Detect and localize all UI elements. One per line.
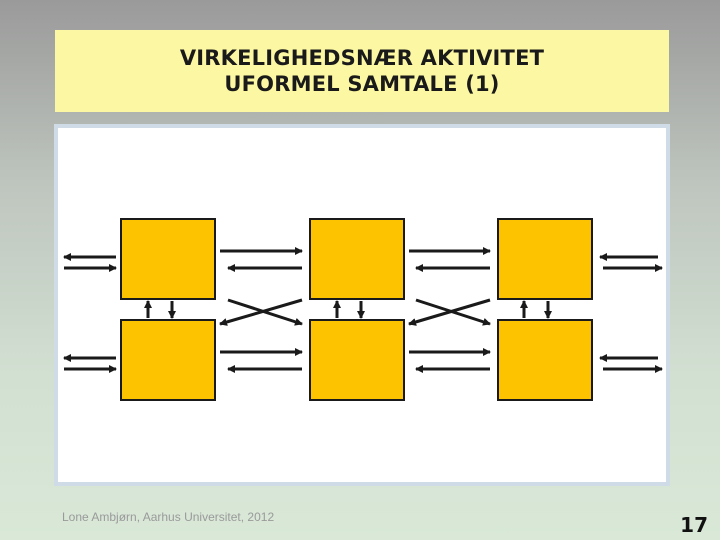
participant-box-bottom-1 bbox=[120, 319, 216, 401]
arrow-cross-1-2-b bbox=[219, 298, 303, 326]
participant-box-top-3 bbox=[497, 218, 593, 300]
participant-box-bottom-2 bbox=[309, 319, 405, 401]
communication-diagram bbox=[63, 218, 663, 401]
title-box: VIRKELIGHEDSNÆR AKTIVITET UFORMEL SAMTAL… bbox=[55, 30, 669, 112]
participant-box-bottom-3 bbox=[497, 319, 593, 401]
diagram-frame bbox=[54, 124, 670, 486]
footer-credit: Lone Ambjørn, Aarhus Universitet, 2012 bbox=[62, 510, 275, 524]
participant-box-top-1 bbox=[120, 218, 216, 300]
slide-title-line-1: VIRKELIGHEDSNÆR AKTIVITET bbox=[179, 46, 545, 70]
arrow-cross-2-3-b bbox=[408, 298, 491, 326]
page-number: 17 bbox=[680, 513, 708, 537]
slide-title-line-2: UFORMEL SAMTALE (1) bbox=[224, 72, 500, 96]
participant-box-top-2 bbox=[309, 218, 405, 300]
